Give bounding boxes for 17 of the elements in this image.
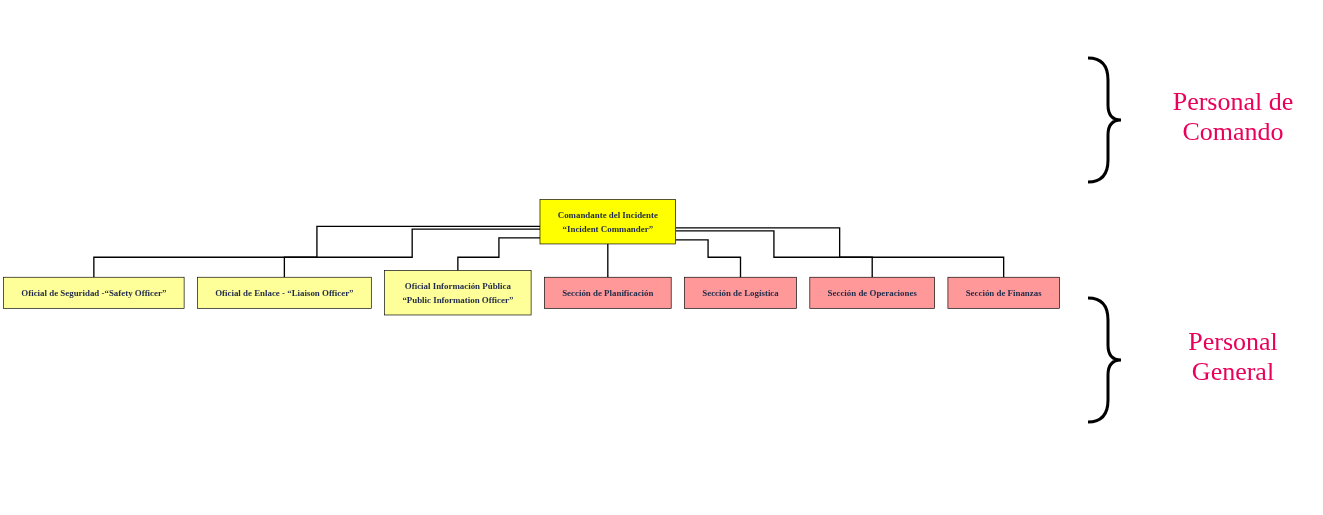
node-box: Sección de Operaciones: [809, 277, 935, 309]
node-box: Sección de Finanzas: [947, 277, 1060, 309]
node-box: Oficial Información Pública “Public Information Officer”: [384, 270, 532, 316]
group-label: Personal de Comando: [1171, 87, 1295, 147]
connector: [674, 239, 742, 279]
connector: [283, 228, 541, 279]
connector: [674, 230, 873, 279]
connector: [93, 226, 541, 279]
connector: [674, 227, 1005, 279]
node-box: Sección de Planificación: [544, 277, 672, 309]
node-box: Oficial de Seguridad -“Safety Officer”: [3, 277, 185, 309]
node-box: Oficial de Enlace - “Liaison Officer”: [197, 277, 372, 309]
connector: [457, 237, 541, 272]
connector: [607, 243, 609, 279]
node-box: Comandante del Incidente “Incident Commander”: [539, 199, 676, 245]
group-label: Personal General: [1187, 327, 1279, 387]
node-box: Sección de Logística: [684, 277, 797, 309]
